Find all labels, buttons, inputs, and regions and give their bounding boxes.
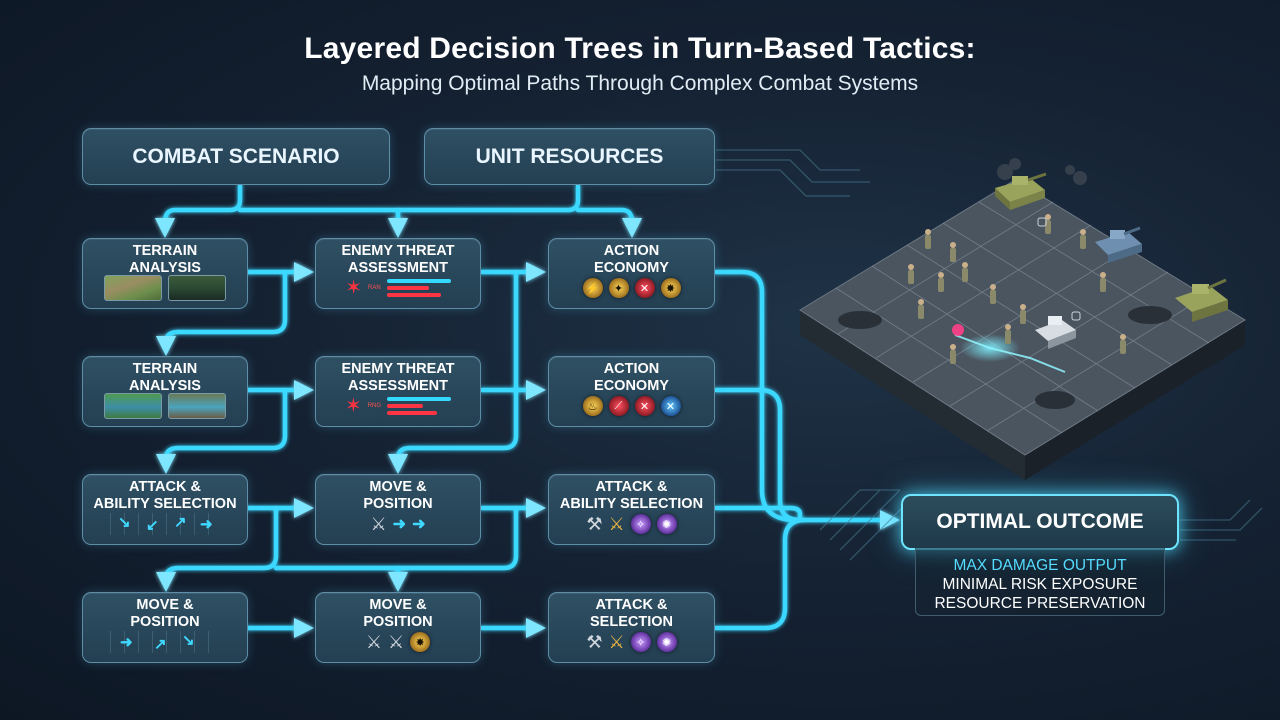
node-label: ACTION ECONOMY xyxy=(594,361,669,394)
terrain-analysis-node-2[interactable]: TERRAIN ANALYSIS xyxy=(82,356,248,427)
threat-meter: ✶ RNG xyxy=(316,393,480,419)
threat-text: RNG xyxy=(367,403,382,409)
move-position-node-1[interactable]: MOVE & POSITION ⚔ ➜ ➜ xyxy=(315,474,481,545)
node-label: TERRAIN ANALYSIS xyxy=(129,361,201,394)
move-position-node-2[interactable]: MOVE & POSITION ➜ ↗ ↘ xyxy=(82,592,248,663)
node-label: ACTION ECONOMY xyxy=(594,243,669,276)
page-subtitle: Mapping Optimal Paths Through Complex Co… xyxy=(361,72,919,95)
movement-grid: ↘ ↙ ↗ ➜ xyxy=(83,511,247,537)
outcome-item-risk: MINIMAL RISK EXPOSURE xyxy=(942,576,1138,593)
threat-meter: ✶ RAN xyxy=(316,275,480,301)
shield-icon: ✕ xyxy=(660,396,681,416)
terrain-thumbnails xyxy=(83,275,247,301)
node-label: MOVE & POSITION xyxy=(363,479,433,512)
arcane-burst-icon: ✺ xyxy=(656,632,677,652)
threat-bars xyxy=(386,279,451,297)
node-label: MOVE & POSITION xyxy=(130,597,200,630)
enemy-figure-icon: ✶ xyxy=(344,395,362,417)
weapon-icons: ⚒ ⚔ ✧ ✺ xyxy=(549,511,714,537)
node-label: ENEMY THREAT ASSESSMENT xyxy=(341,361,455,394)
weapon-icons: ⚒ ⚔ ✧ ✺ xyxy=(549,629,714,655)
sword-icon: ⚔ xyxy=(388,631,405,652)
magic-sword-icon: ✧ xyxy=(630,514,651,534)
grid-arrows-visual: ➜ ↗ ↘ xyxy=(110,631,220,653)
node-label: ATTACK & SELECTION xyxy=(590,597,673,630)
outcome-criteria-list: MAX DAMAGE OUTPUT MINIMAL RISK EXPOSURE … xyxy=(915,548,1165,616)
enemy-threat-node-1[interactable]: ENEMY THREAT ASSESSMENT ✶ RAN xyxy=(315,238,481,309)
node-label: ENEMY THREAT ASSESSMENT xyxy=(341,243,455,276)
action-economy-node-1[interactable]: ACTION ECONOMY ⚡ ✦ ✕ ✸ xyxy=(548,238,715,309)
node-label: MOVE & POSITION xyxy=(363,597,433,630)
node-label: TERRAIN ANALYSIS xyxy=(129,243,201,276)
lake-terrain-thumbnail xyxy=(104,393,162,419)
node-label: ATTACK & ABILITY SELECTION xyxy=(93,479,237,512)
mace-icon: ⚒ xyxy=(586,631,603,652)
action-icons: ⚡ ✦ ✕ ✸ xyxy=(549,275,714,301)
move-position-node-3[interactable]: MOVE & POSITION ⚔ ⚔ ✸ xyxy=(315,592,481,663)
crossed-swords-icon: ✕ xyxy=(634,278,655,298)
optimal-outcome-label: OPTIMAL OUTCOME xyxy=(936,510,1144,533)
golden-sword-icon: ⚔ xyxy=(608,513,625,534)
terrain-analysis-node-1[interactable]: TERRAIN ANALYSIS xyxy=(82,238,248,309)
golden-sword-icon: ⚔ xyxy=(608,631,625,652)
action-economy-node-2[interactable]: ACTION ECONOMY ♨ ⟋ ✕ ✕ xyxy=(548,356,715,427)
crossed-swords-icon: ✕ xyxy=(634,396,655,416)
mountain-terrain-thumbnail xyxy=(104,275,162,301)
field-terrain-thumbnail xyxy=(168,275,226,301)
enemy-threat-node-2[interactable]: ENEMY THREAT ASSESSMENT ✶ RNG xyxy=(315,356,481,427)
burst-icon: ✸ xyxy=(410,632,431,652)
slash-icon: ⟋ xyxy=(608,396,629,416)
combat-scenario-label: COMBAT SCENARIO xyxy=(132,144,340,168)
mace-icon: ⚒ xyxy=(586,513,603,534)
enemy-figure-icon: ✶ xyxy=(345,277,363,299)
node-label: ATTACK & ABILITY SELECTION xyxy=(559,479,704,512)
combat-scenario-node[interactable]: COMBAT SCENARIO xyxy=(82,128,390,185)
lightning-icon: ⚡ xyxy=(582,278,603,298)
attack-ability-node-1[interactable]: ATTACK & ABILITY SELECTION ↘ ↙ ↗ ➜ xyxy=(82,474,248,545)
attack-selection-node[interactable]: ATTACK & SELECTION ⚒ ⚔ ✧ ✺ xyxy=(548,592,715,663)
sword-icon: ✦ xyxy=(608,278,629,298)
attack-ability-node-2[interactable]: ATTACK & ABILITY SELECTION ⚒ ⚔ ✧ ✺ xyxy=(548,474,715,545)
arrow-right-icon: ➜ xyxy=(392,516,407,533)
unit-resources-label: UNIT RESOURCES xyxy=(475,144,664,168)
flame-icon: ♨ xyxy=(582,396,603,416)
action-icons: ♨ ⟋ ✕ ✕ xyxy=(549,393,714,419)
magic-sword-icon: ✧ xyxy=(630,632,651,652)
isometric-battle-grid-icon xyxy=(799,158,1246,480)
threat-text: RAN xyxy=(368,285,381,291)
pool-terrain-thumbnail xyxy=(168,393,226,419)
terrain-thumbnails xyxy=(83,393,247,419)
dagger-icon: ⚔ xyxy=(365,631,382,652)
outcome-item-damage: MAX DAMAGE OUTPUT xyxy=(953,557,1127,574)
star-burst-icon: ✸ xyxy=(660,278,681,298)
optimal-outcome-node[interactable]: OPTIMAL OUTCOME xyxy=(901,494,1179,550)
page-title: Layered Decision Trees in Turn-Based Tac… xyxy=(304,32,976,65)
outcome-item-resources: RESOURCE PRESERVATION xyxy=(934,595,1146,612)
arrow-right-icon: ➜ xyxy=(412,516,426,533)
arcane-burst-icon: ✺ xyxy=(656,514,677,534)
move-visual: ⚔ ⚔ ✸ xyxy=(316,629,480,655)
sword-icon: ⚔ xyxy=(370,513,387,534)
move-visual: ⚔ ➜ ➜ xyxy=(316,511,480,537)
grid-arrows-visual: ↘ ↙ ↗ ➜ xyxy=(110,513,220,535)
unit-resources-node[interactable]: UNIT RESOURCES xyxy=(424,128,715,185)
movement-grid: ➜ ↗ ↘ xyxy=(83,629,247,655)
threat-bars xyxy=(387,397,452,415)
